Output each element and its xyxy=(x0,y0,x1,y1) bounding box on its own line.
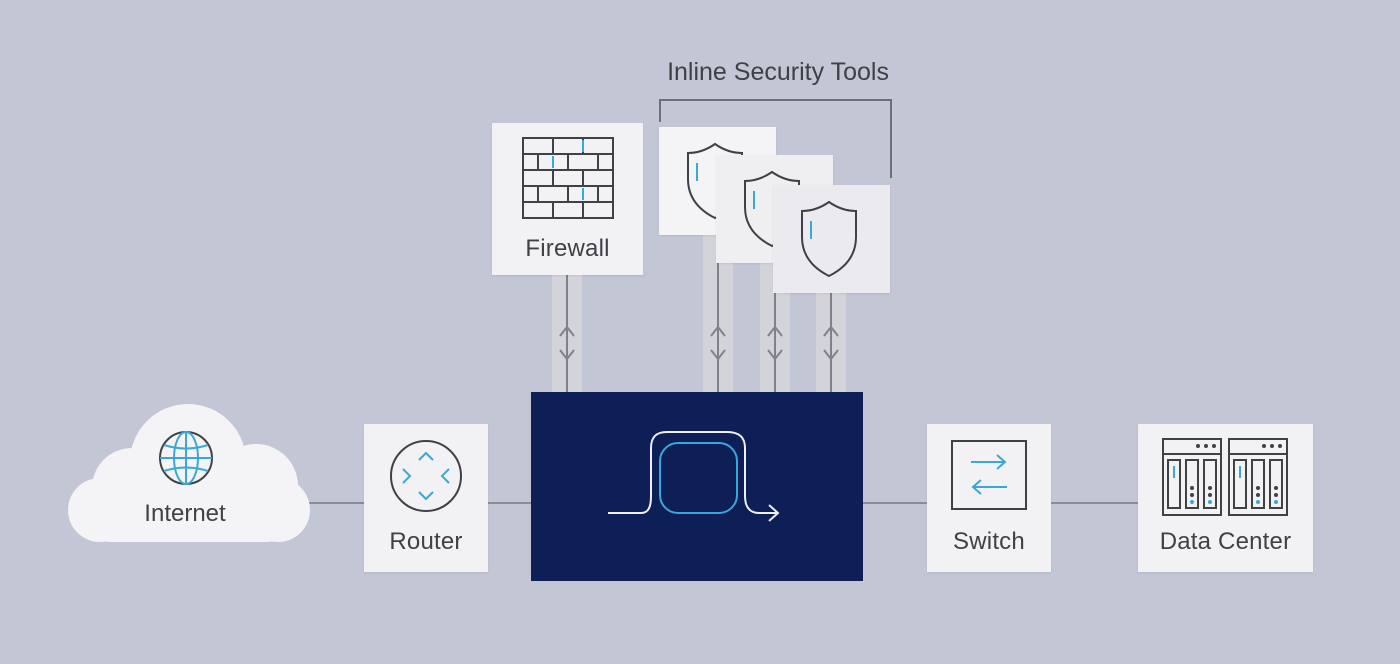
data-center-node: Data Center xyxy=(1138,424,1313,572)
router-icon xyxy=(390,440,462,512)
firewall-label: Firewall xyxy=(525,235,610,262)
shield-icon xyxy=(687,142,743,220)
firewall-link xyxy=(552,275,582,392)
cloud-shape xyxy=(68,404,310,542)
bypass-switch-node xyxy=(531,392,863,581)
firewall-node: Firewall xyxy=(492,123,643,275)
tools-bracket xyxy=(659,99,892,178)
internet-node xyxy=(60,402,310,542)
switch-node: Switch xyxy=(927,424,1051,572)
tool3-link xyxy=(816,293,846,392)
internet-label: Internet xyxy=(144,500,226,527)
server-rack-icon xyxy=(1162,438,1288,516)
router-node: Router xyxy=(364,424,488,572)
shield-icon xyxy=(744,170,800,248)
switch-arrows-icon xyxy=(951,440,1027,510)
bypass-flow-icon xyxy=(608,431,780,522)
router-label: Router xyxy=(389,528,463,555)
switch-label: Switch xyxy=(953,528,1025,555)
data-center-label: Data Center xyxy=(1159,528,1292,555)
shield-icon xyxy=(801,200,857,278)
brick-wall-icon xyxy=(522,137,614,219)
security-tool-3 xyxy=(773,185,890,293)
globe-icon xyxy=(159,431,213,485)
tools-group-label: Inline Security Tools xyxy=(667,58,889,86)
